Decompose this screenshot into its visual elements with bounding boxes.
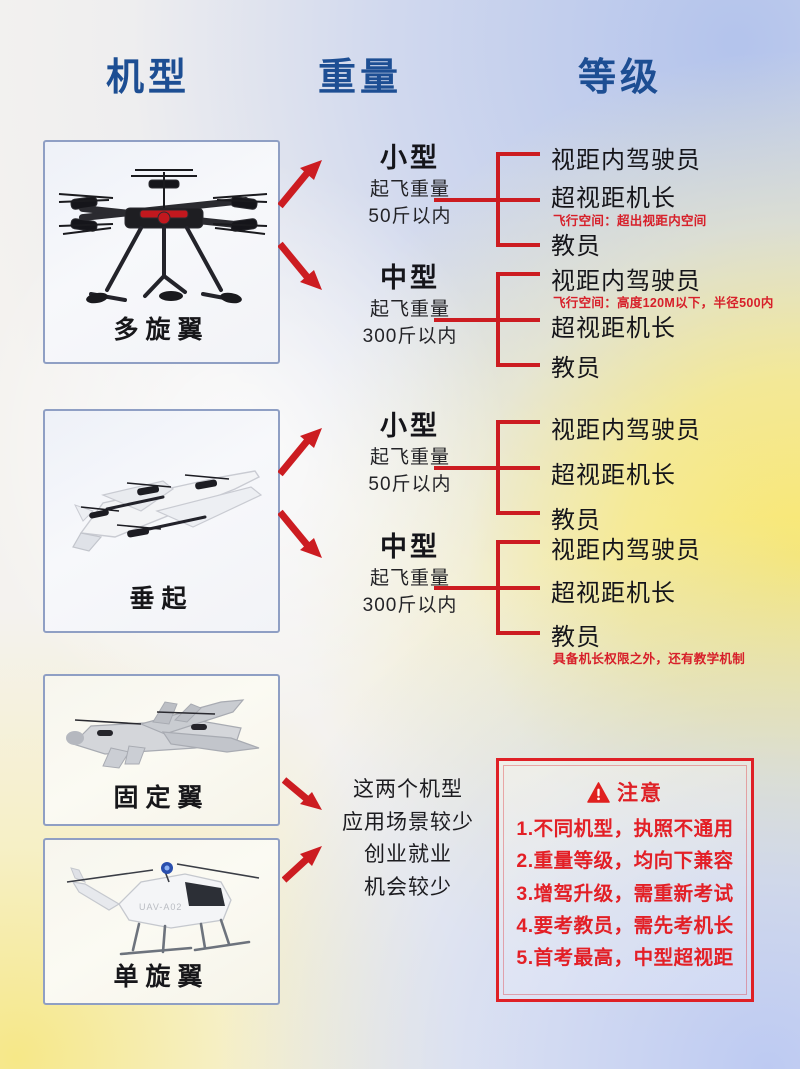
weight-title-2: 中型 <box>380 263 440 293</box>
weight-sub2-1: 50斤以内 <box>368 206 452 228</box>
bracket-tick-middle <box>496 465 540 470</box>
bracket-tick-bottom <box>496 631 540 635</box>
grade-item-g2-b: 超视距机长 <box>551 315 676 342</box>
bracket-feed-line <box>434 317 496 322</box>
notice-item-3: 3.增驾升级，需重新考试 <box>516 882 734 905</box>
bracket-tick-top <box>496 420 540 424</box>
aircraft-card-vtol[interactable]: 垂起 <box>43 409 280 633</box>
aircraft-card-fixed-wing[interactable]: 固定翼 <box>43 674 280 826</box>
notice-item-2: 2.重量等级，均向下兼容 <box>516 850 734 873</box>
aircraft-card-multirotor[interactable]: 多旋翼 <box>43 140 280 364</box>
weight-title-1: 小型 <box>380 143 440 173</box>
grade-bracket-1 <box>434 152 540 247</box>
weight-sub2-3: 50斤以内 <box>368 474 452 496</box>
grade-item-g1-a: 视距内驾驶员 <box>551 147 701 174</box>
grade-bracket-3 <box>434 420 540 515</box>
grade-bracket-4 <box>434 540 540 635</box>
grade-item-g2-a: 视距内驾驶员 <box>551 268 701 295</box>
weight-sub2-2: 300斤以内 <box>362 326 458 348</box>
grade-item-g3-a: 视距内驾驶员 <box>551 417 701 444</box>
aircraft-label-vtol: 垂起 <box>129 585 194 613</box>
bracket-feed-line <box>434 465 496 470</box>
grade-bracket-2 <box>434 272 540 367</box>
arrow-vtol-to-medium <box>278 509 322 558</box>
arrow-vtol-to-small <box>278 428 322 477</box>
grade-item-g4-a: 视距内驾驶员 <box>551 537 701 564</box>
grade-item-g1-b: 超视距机长 <box>551 185 676 212</box>
grade-item-g2-c: 教员 <box>551 355 601 382</box>
weight-block-4: 中型 起飞重量 300斤以内 <box>320 531 500 620</box>
column-header-type: 机型 <box>106 57 191 99</box>
bracket-feed-line <box>434 197 496 202</box>
bottom-note-line-3: 创业就业 <box>364 843 452 867</box>
bottom-note-line-1: 这两个机型 <box>353 778 463 801</box>
notice-item-4: 4.要考教员，需先考机长 <box>516 915 734 938</box>
bracket-tick-middle <box>496 317 540 322</box>
notice-box: 注意 1.不同机型，执照不通用 2.重量等级，均向下兼容 3.增驾升级，需重新考… <box>496 758 754 1002</box>
notice-title: 注意 <box>617 782 663 805</box>
weight-block-2: 中型 起飞重量 300斤以内 <box>320 262 500 351</box>
weight-sub1-2: 起飞重量 <box>369 298 450 320</box>
notice-item-1: 1.不同机型，执照不通用 <box>516 818 734 840</box>
aircraft-label-multirotor: 多旋翼 <box>113 316 210 344</box>
weight-title-4: 中型 <box>380 532 440 562</box>
grade-note-airspace-vlos: 飞行空间：高度120M以下，半径500内 <box>553 296 774 310</box>
weight-sub2-4: 300斤以内 <box>362 595 458 617</box>
column-header-weight: 重量 <box>318 57 403 99</box>
aircraft-card-single-rotor[interactable]: UAV-A02 单旋翼 <box>43 838 280 1005</box>
column-header-grade: 等级 <box>578 57 663 99</box>
bracket-tick-bottom <box>496 511 540 515</box>
bottom-note-line-2: 应用场景较少 <box>342 810 474 834</box>
aircraft-label-fixed-wing: 固定翼 <box>113 784 210 812</box>
vtol-aircraft-photo <box>72 470 263 552</box>
bracket-tick-top <box>496 540 540 544</box>
arrow-multirotor-to-medium <box>278 241 322 290</box>
grade-note-airspace-bvlos: 飞行空间：超出视距内空间 <box>553 214 707 228</box>
weight-sub1-3: 起飞重量 <box>369 446 450 468</box>
grade-item-g1-c: 教员 <box>551 233 601 260</box>
bottom-note-block: 这两个机型 应用场景较少 创业就业 机会较少 <box>318 774 498 904</box>
bracket-tick-bottom <box>496 243 540 247</box>
grade-item-g3-b: 超视距机长 <box>551 462 676 489</box>
grade-item-g3-c: 教员 <box>551 507 601 534</box>
bracket-tick-middle <box>496 585 540 590</box>
grade-note-instructor-privileges: 具备机长权限之外，还有教学机制 <box>553 652 746 666</box>
aircraft-label-single-rotor: 单旋翼 <box>113 963 210 991</box>
bracket-tick-bottom <box>496 363 540 367</box>
weight-title-3: 小型 <box>380 411 440 441</box>
fixed-wing-aircraft-photo <box>66 699 260 769</box>
grade-item-g4-b: 超视距机长 <box>551 580 676 607</box>
weight-sub1-1: 起飞重量 <box>369 178 450 200</box>
notice-item-5: 5.首考最高，中型超视距 <box>516 947 734 970</box>
multirotor-drone-photo <box>58 169 268 304</box>
arrow-fixed-wing-to-note <box>282 777 322 810</box>
grade-item-g4-c: 教员 <box>551 624 601 651</box>
single-rotor-helicopter-photo: UAV-A02 <box>66 862 260 956</box>
weight-block-3: 小型 起飞重量 50斤以内 <box>320 410 500 499</box>
weight-block-1: 小型 起飞重量 50斤以内 <box>320 142 500 231</box>
bottom-note-line-4: 机会较少 <box>364 875 452 899</box>
bracket-tick-top <box>496 272 540 276</box>
notice-header: 注意 <box>505 777 745 807</box>
bracket-tick-top <box>496 152 540 156</box>
bracket-tick-middle <box>496 197 540 202</box>
arrow-single-rotor-to-note <box>282 846 322 883</box>
arrow-multirotor-to-small <box>278 160 322 209</box>
weight-sub1-4: 起飞重量 <box>369 567 450 589</box>
bracket-feed-line <box>434 585 496 590</box>
svg-text:UAV-A02: UAV-A02 <box>139 902 182 912</box>
warning-triangle-icon <box>587 781 610 803</box>
